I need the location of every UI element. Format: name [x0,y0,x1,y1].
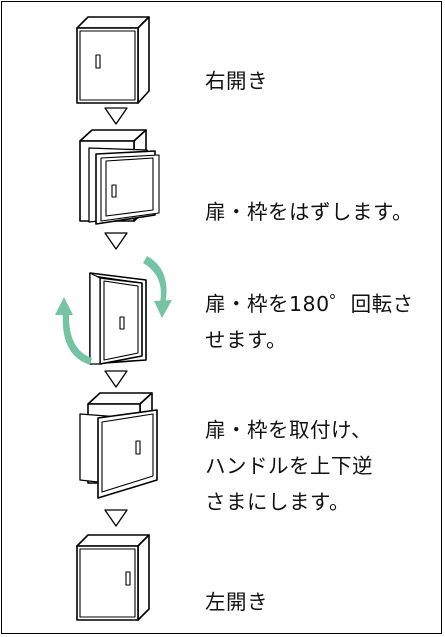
down-arrow-icon [104,370,128,388]
cabinet-right-hinged-icon [76,16,150,104]
step-4-line-1: 扉・枠を取付け、 [205,418,372,442]
down-arrow-icon [104,509,128,527]
cabinet-left-hinged-icon [76,534,150,621]
down-arrow-icon [104,107,128,125]
step-3-line-1: 扉・枠を180゜回転さ [205,292,414,316]
door-rotation-icon [89,272,147,365]
step-4-line-2: ハンドルを上下逆 [205,454,373,478]
step-3-text: 扉・枠を180゜回転さ せます。 [205,286,414,358]
rotation-arrow-icon [55,256,172,365]
step-4-line-3: さまにします。 [205,490,350,514]
down-arrow-icon [104,232,128,250]
step-1-line-1: 右開き [205,69,268,93]
cabinet-door-attached-icon [79,392,158,499]
step-1-text: 右開き [205,63,268,99]
procedure-illustrations [55,16,172,621]
step-4-text: 扉・枠を取付け、 ハンドルを上下逆 さまにします。 [205,412,373,520]
step-3-line-2: せます。 [205,328,287,352]
step-2-text: 扉・枠をはずします。 [205,194,413,230]
step-5-line-1: 左開き [205,590,268,614]
step-2-line-1: 扉・枠をはずします。 [205,200,413,224]
cabinet-door-removed-icon [79,129,160,225]
step-5-text: 左開き [205,584,268,620]
